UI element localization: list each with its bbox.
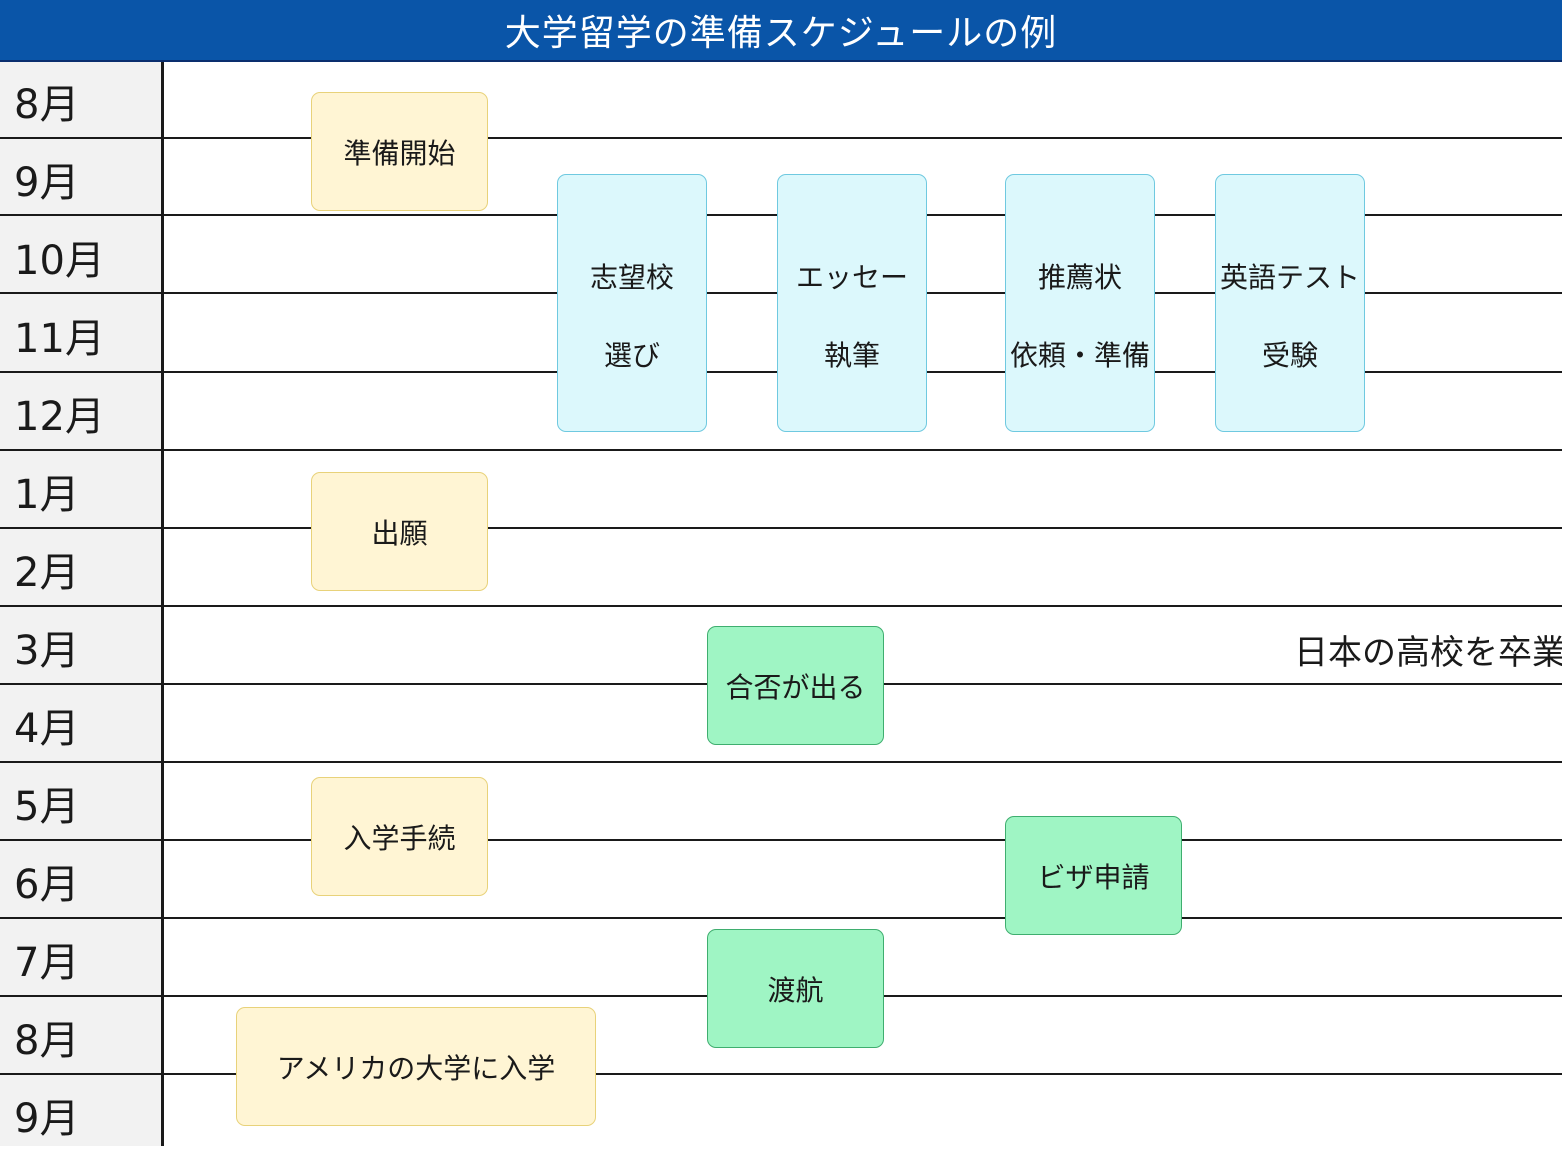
month-label: 10月 (14, 237, 105, 284)
month-label: 7月 (14, 939, 80, 986)
month-label: 6月 (14, 861, 80, 908)
row-divider (0, 1073, 1562, 1075)
task-result: 合否が出る (707, 626, 884, 745)
month-label: 9月 (14, 1095, 80, 1142)
month-label: 12月 (14, 393, 105, 440)
month-label: 5月 (14, 783, 80, 830)
task-school-choice: 志望校 選び (557, 174, 707, 432)
task-label: 合否が出る (725, 670, 866, 704)
task-label-line2: 選び (603, 339, 660, 372)
task-label-line1: エッセー (795, 261, 908, 294)
task-departure: 渡航 (707, 929, 884, 1048)
month-label: 11月 (14, 315, 105, 362)
month-label: 3月 (14, 627, 80, 674)
task-label: 準備開始 (343, 136, 456, 170)
task-enrollment-procedure: 入学手続 (311, 777, 488, 896)
month-label: 9月 (14, 159, 80, 206)
task-label-line2: 受験 (1261, 339, 1318, 372)
month-label: 1月 (14, 471, 80, 518)
task-label: 入学手続 (343, 821, 456, 855)
side-note: 日本の高校を卒業 (1294, 633, 1562, 673)
task-label-line2: 依頼・準備 (1009, 339, 1150, 372)
task-label-line1: 志望校 (589, 261, 674, 294)
page-title: 大学留学の準備スケジュールの例 (0, 0, 1562, 62)
task-visa: ビザ申請 (1005, 816, 1182, 935)
task-label: 渡航 (767, 973, 824, 1007)
task-label-line1: 英語テスト (1219, 261, 1360, 294)
row-divider (0, 449, 1562, 451)
row-divider (0, 917, 1562, 919)
task-essay: エッセー 執筆 (777, 174, 927, 432)
month-column: 8月 9月 10月 11月 12月 1月 2月 3月 4月 5月 6月 7月 8… (0, 62, 164, 1146)
task-label-line1: 推薦状 (1037, 261, 1122, 294)
task-start-prep: 準備開始 (311, 92, 488, 211)
month-label: 8月 (14, 81, 80, 128)
month-label: 8月 (14, 1017, 80, 1064)
task-recommendation: 推薦状 依頼・準備 (1005, 174, 1155, 432)
task-label: 出願 (371, 516, 428, 550)
task-label: ビザ申請 (1037, 860, 1150, 894)
row-divider (0, 839, 1562, 841)
row-divider (0, 605, 1562, 607)
task-enroll-us-university: アメリカの大学に入学 (236, 1007, 596, 1126)
row-divider (0, 761, 1562, 763)
task-application: 出願 (311, 472, 488, 591)
task-label: アメリカの大学に入学 (276, 1051, 556, 1085)
task-english-test: 英語テスト 受験 (1215, 174, 1365, 432)
month-label: 4月 (14, 705, 80, 752)
row-divider (0, 527, 1562, 529)
month-label: 2月 (14, 549, 80, 596)
task-label-line2: 執筆 (823, 339, 880, 372)
row-divider (0, 137, 1562, 139)
